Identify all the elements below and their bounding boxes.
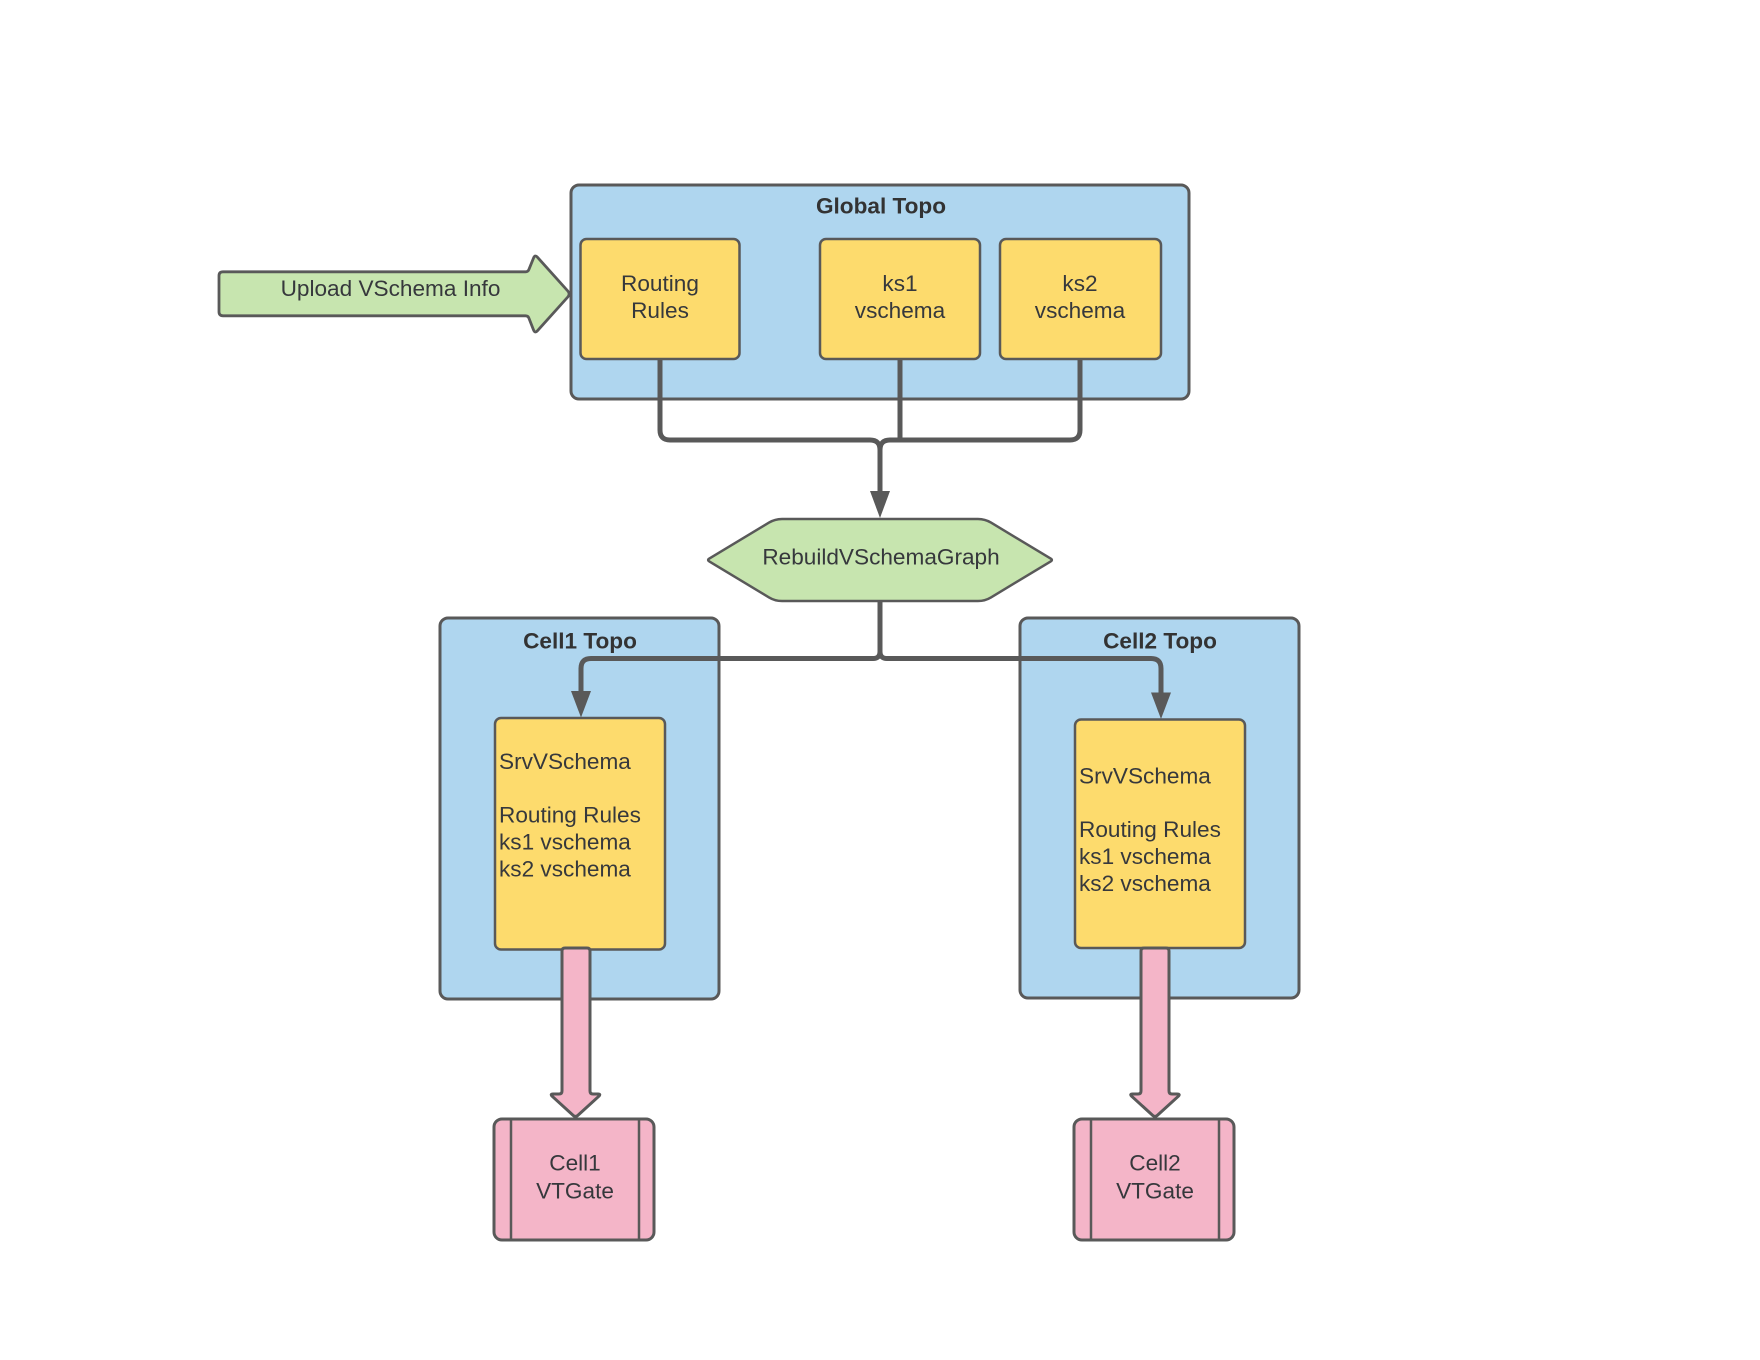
svg-text:ks1 vschema: ks1 vschema [1079, 844, 1211, 869]
svg-text:SrvVSchema: SrvVSchema [499, 749, 631, 774]
svg-text:ks2: ks2 [1062, 271, 1097, 296]
svg-text:Cell2 Topo: Cell2 Topo [1103, 629, 1217, 654]
svg-text:Global Topo: Global Topo [816, 194, 946, 219]
svg-text:Routing: Routing [621, 271, 699, 296]
svg-text:Rules: Rules [631, 298, 689, 323]
svg-text:ks1: ks1 [882, 271, 917, 296]
svg-text:Routing Rules: Routing Rules [1079, 817, 1221, 842]
svg-text:Upload VSchema Info: Upload VSchema Info [281, 276, 501, 301]
svg-text:vschema: vschema [855, 298, 946, 323]
svg-text:VTGate: VTGate [536, 1179, 614, 1204]
svg-text:ks1 vschema: ks1 vschema [499, 830, 631, 855]
svg-text:VTGate: VTGate [1116, 1179, 1194, 1204]
svg-text:Cell1 Topo: Cell1 Topo [523, 629, 637, 654]
svg-text:SrvVSchema: SrvVSchema [1079, 764, 1211, 789]
svg-text:Routing Rules: Routing Rules [499, 803, 641, 828]
svg-text:Cell2: Cell2 [1129, 1151, 1181, 1176]
svg-text:Cell1: Cell1 [549, 1151, 601, 1176]
svg-text:ks2 vschema: ks2 vschema [1079, 871, 1211, 896]
svg-text:RebuildVSchemaGraph: RebuildVSchemaGraph [762, 545, 999, 570]
svg-text:vschema: vschema [1035, 298, 1126, 323]
svg-text:ks2 vschema: ks2 vschema [499, 857, 631, 882]
